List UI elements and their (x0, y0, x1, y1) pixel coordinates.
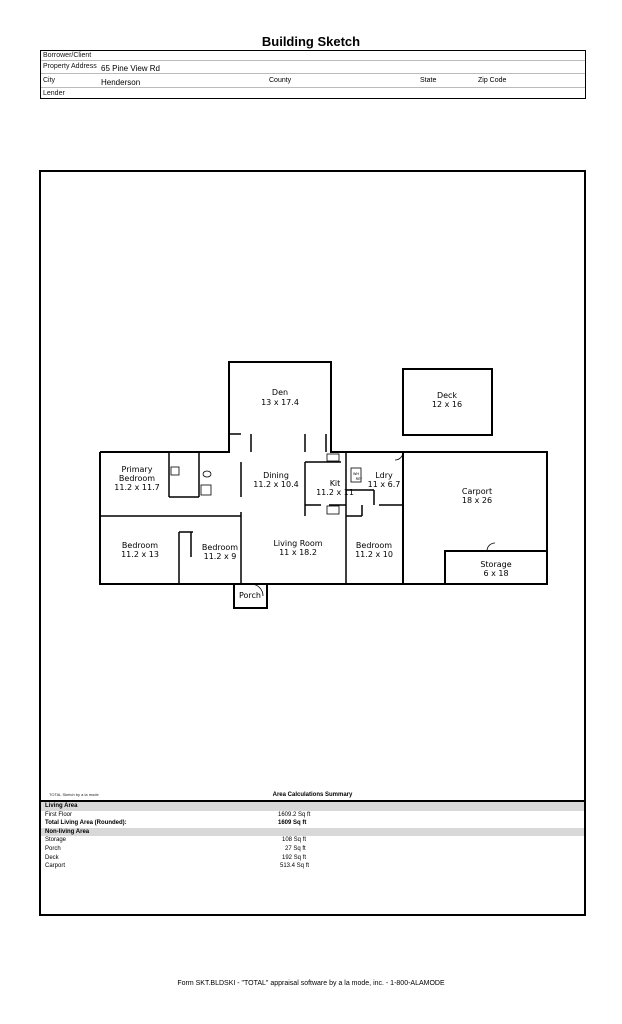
address-label: Property Address (43, 63, 97, 70)
address-value: 65 Pine View Rd (101, 64, 160, 73)
room-bedroom2-dims: 11.2 x 9 (204, 552, 237, 561)
porch-row: Porch 27 Sq ft (45, 845, 306, 852)
sketch-frame: Den 13 x 17.4 Deck 12 x 16 Primary Bedro… (39, 170, 586, 916)
city-row: City Henderson County State Zip Code (41, 74, 585, 88)
city-label: City (43, 77, 56, 84)
room-den-name: Den (272, 388, 288, 397)
non-living-header: Non-living Area (41, 827, 584, 837)
total-living-row: Total Living Area (Rounded): 1609 Sq ft (45, 820, 307, 827)
borrower-row: Borrower/Client (41, 51, 585, 61)
room-dining-name: Dining (263, 471, 289, 480)
stove-icon (326, 453, 340, 462)
carport-row: Carport 513.4 Sq ft (45, 863, 310, 870)
room-storage-dims: 6 x 18 (483, 569, 508, 578)
room-primary-dims: 11.2 x 11.7 (114, 483, 159, 492)
ref-icon (326, 505, 340, 515)
deck-outline (402, 368, 493, 436)
zip-label: Zip Code (478, 77, 507, 84)
room-den-dims: 13 x 17.4 (261, 398, 299, 407)
room-ldry-dims: 11 x 6.7 (368, 480, 401, 489)
form-footer: Form SKT.BLDSKI - "TOTAL" appraisal soft… (177, 980, 445, 987)
summary-title: Area Calculations Summary (272, 792, 353, 798)
room-bedroom3-name: Bedroom (356, 541, 392, 550)
borrower-label: Borrower/Client (43, 52, 92, 59)
state-label: State (420, 77, 437, 84)
tub-icon (202, 470, 212, 478)
room-storage-name: Storage (480, 560, 511, 569)
carport-outline (402, 451, 548, 585)
area-summary: Living Area First Floor 1609.2 Sq ft Tot… (41, 800, 584, 871)
porch-outline (233, 583, 268, 609)
toilet-icon (170, 466, 180, 476)
room-ldry-name: Ldry (375, 471, 393, 480)
room-primary-name2: Bedroom (119, 474, 155, 483)
room-living-dims: 11 x 18.2 (279, 548, 317, 557)
room-deck-dims: 12 x 16 (432, 400, 462, 409)
storage-outline (444, 550, 548, 585)
room-dining-dims: 11.2 x 10.4 (253, 480, 298, 489)
sink-icon (200, 484, 212, 496)
room-porch-name: Porch (239, 591, 261, 600)
room-kit-dims: 11.2 x 11 (316, 488, 354, 497)
house-outline (99, 361, 404, 585)
room-bedroom3-dims: 11.2 x 10 (355, 550, 393, 559)
storage-row: Storage 108 Sq ft (45, 837, 307, 844)
room-primary-name1: Primary (122, 465, 153, 474)
wh-icon (350, 467, 362, 483)
wh-label: WH (353, 472, 359, 476)
room-bedroom2-name: Bedroom (202, 543, 238, 552)
city-value: Henderson (101, 78, 141, 87)
sketch-credit: TOTAL Sketch by a la mode (49, 792, 99, 797)
deck-row: Deck 192 Sq ft (45, 854, 307, 861)
floor-plan: Den 13 x 17.4 Deck 12 x 16 Primary Bedro… (99, 361, 548, 609)
room-deck-name: Deck (437, 391, 457, 400)
room-living-name: Living Room (273, 539, 322, 548)
living-area-header: Living Area (41, 802, 584, 811)
ref-label: REF (356, 477, 363, 481)
room-bedroom1-dims: 11.2 x 13 (121, 550, 159, 559)
first-floor-row: First Floor 1609.2 Sq ft (45, 811, 311, 818)
county-label: County (269, 77, 292, 84)
page-title: Building Sketch (261, 34, 361, 49)
lender-label: Lender (43, 90, 65, 97)
room-carport-dims: 18 x 26 (462, 496, 492, 505)
property-header: Borrower/Client Property Address 65 Pine… (40, 50, 586, 99)
address-row: Property Address 65 Pine View Rd (41, 61, 585, 74)
room-carport-name: Carport (462, 487, 492, 496)
room-bedroom1-name: Bedroom (122, 541, 158, 550)
room-kit-name: Kit (330, 479, 341, 488)
lender-row: Lender (41, 88, 585, 99)
